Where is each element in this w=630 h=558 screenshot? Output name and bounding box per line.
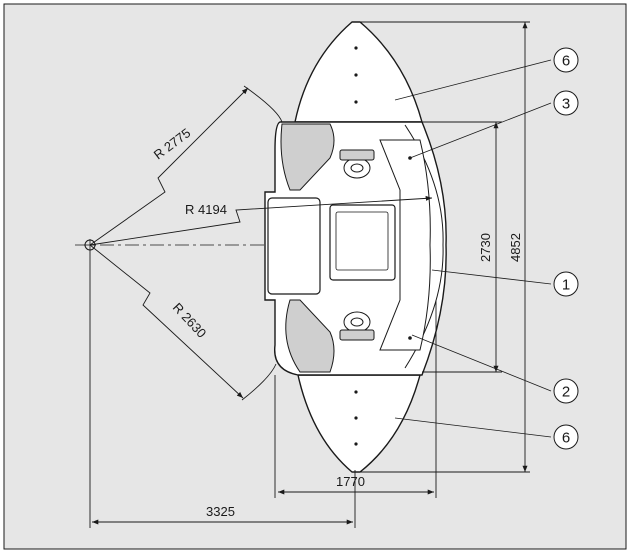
leader-lines: [394, 59, 552, 438]
lower-winch: [339, 311, 375, 341]
radius-lines: [89, 85, 433, 401]
callout-6-bottom: 6: [553, 424, 579, 450]
right-panel: [379, 139, 431, 351]
callout-3: 3: [553, 90, 579, 116]
width-center-label: 3325: [206, 504, 235, 519]
height-overall-label: 4852: [508, 233, 523, 262]
bolt-dots: [354, 46, 412, 446]
slew-arc: [404, 124, 444, 369]
width-body-label: 1770: [336, 474, 365, 489]
svg-text:6: 6: [562, 53, 570, 70]
height-inner-label: 2730: [478, 233, 493, 262]
callout-1: 1: [553, 271, 579, 297]
cab-inner: [335, 211, 389, 271]
svg-text:3: 3: [562, 96, 570, 113]
dimension-lines: [89, 21, 530, 528]
cab-block: [267, 197, 321, 295]
left-track-lower: [285, 299, 335, 373]
svg-text:2: 2: [562, 384, 570, 401]
svg-text:6: 6: [562, 430, 570, 447]
callout-2: 2: [553, 378, 579, 404]
svg-text:1: 1: [562, 277, 570, 294]
upper-winch: [339, 149, 375, 179]
cab-window: [329, 204, 396, 281]
left-track-upper: [280, 123, 335, 191]
radius-middle-label: R 4194: [185, 202, 227, 217]
callout-6-top: 6: [553, 47, 579, 73]
